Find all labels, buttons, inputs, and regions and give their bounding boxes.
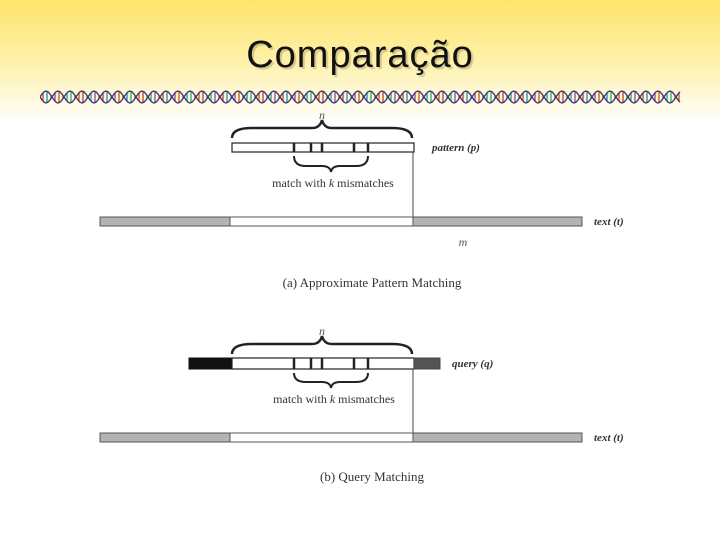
text-bar-right-b xyxy=(413,433,582,442)
text-bar-match-b xyxy=(230,433,413,442)
query-label: query (q) xyxy=(452,358,493,370)
text-label: text (t) xyxy=(594,216,624,228)
query-brace xyxy=(232,336,412,354)
text-bar-right xyxy=(413,217,582,226)
query-match-label-prefix: match with xyxy=(273,392,330,406)
query-match-brace xyxy=(294,373,368,388)
pattern-label: pattern (p) xyxy=(431,142,480,154)
text-bar-match xyxy=(230,217,413,226)
query-right-segment xyxy=(414,358,440,369)
figure-a: n pattern (p) match with k mismatches te… xyxy=(100,108,624,290)
match-label-suffix: mismatches xyxy=(334,176,394,190)
match-label: match with k mismatches xyxy=(272,176,394,190)
caption-b: (b) Query Matching xyxy=(320,469,424,484)
query-match-label: match with k mismatches xyxy=(273,392,395,406)
text-label-b: text (t) xyxy=(594,432,624,444)
match-label-prefix: match with xyxy=(272,176,329,190)
pattern-brace xyxy=(232,120,412,138)
figure-b: n query (q) match with k mismatches text… xyxy=(100,324,624,484)
caption-a: (a) Approximate Pattern Matching xyxy=(283,275,462,290)
text-length-label: m xyxy=(459,235,468,249)
query-left-segment xyxy=(189,358,232,369)
match-brace xyxy=(294,156,368,172)
text-bar-left xyxy=(100,217,230,226)
text-bar-left-b xyxy=(100,433,230,442)
query-match-label-suffix: mismatches xyxy=(335,392,395,406)
